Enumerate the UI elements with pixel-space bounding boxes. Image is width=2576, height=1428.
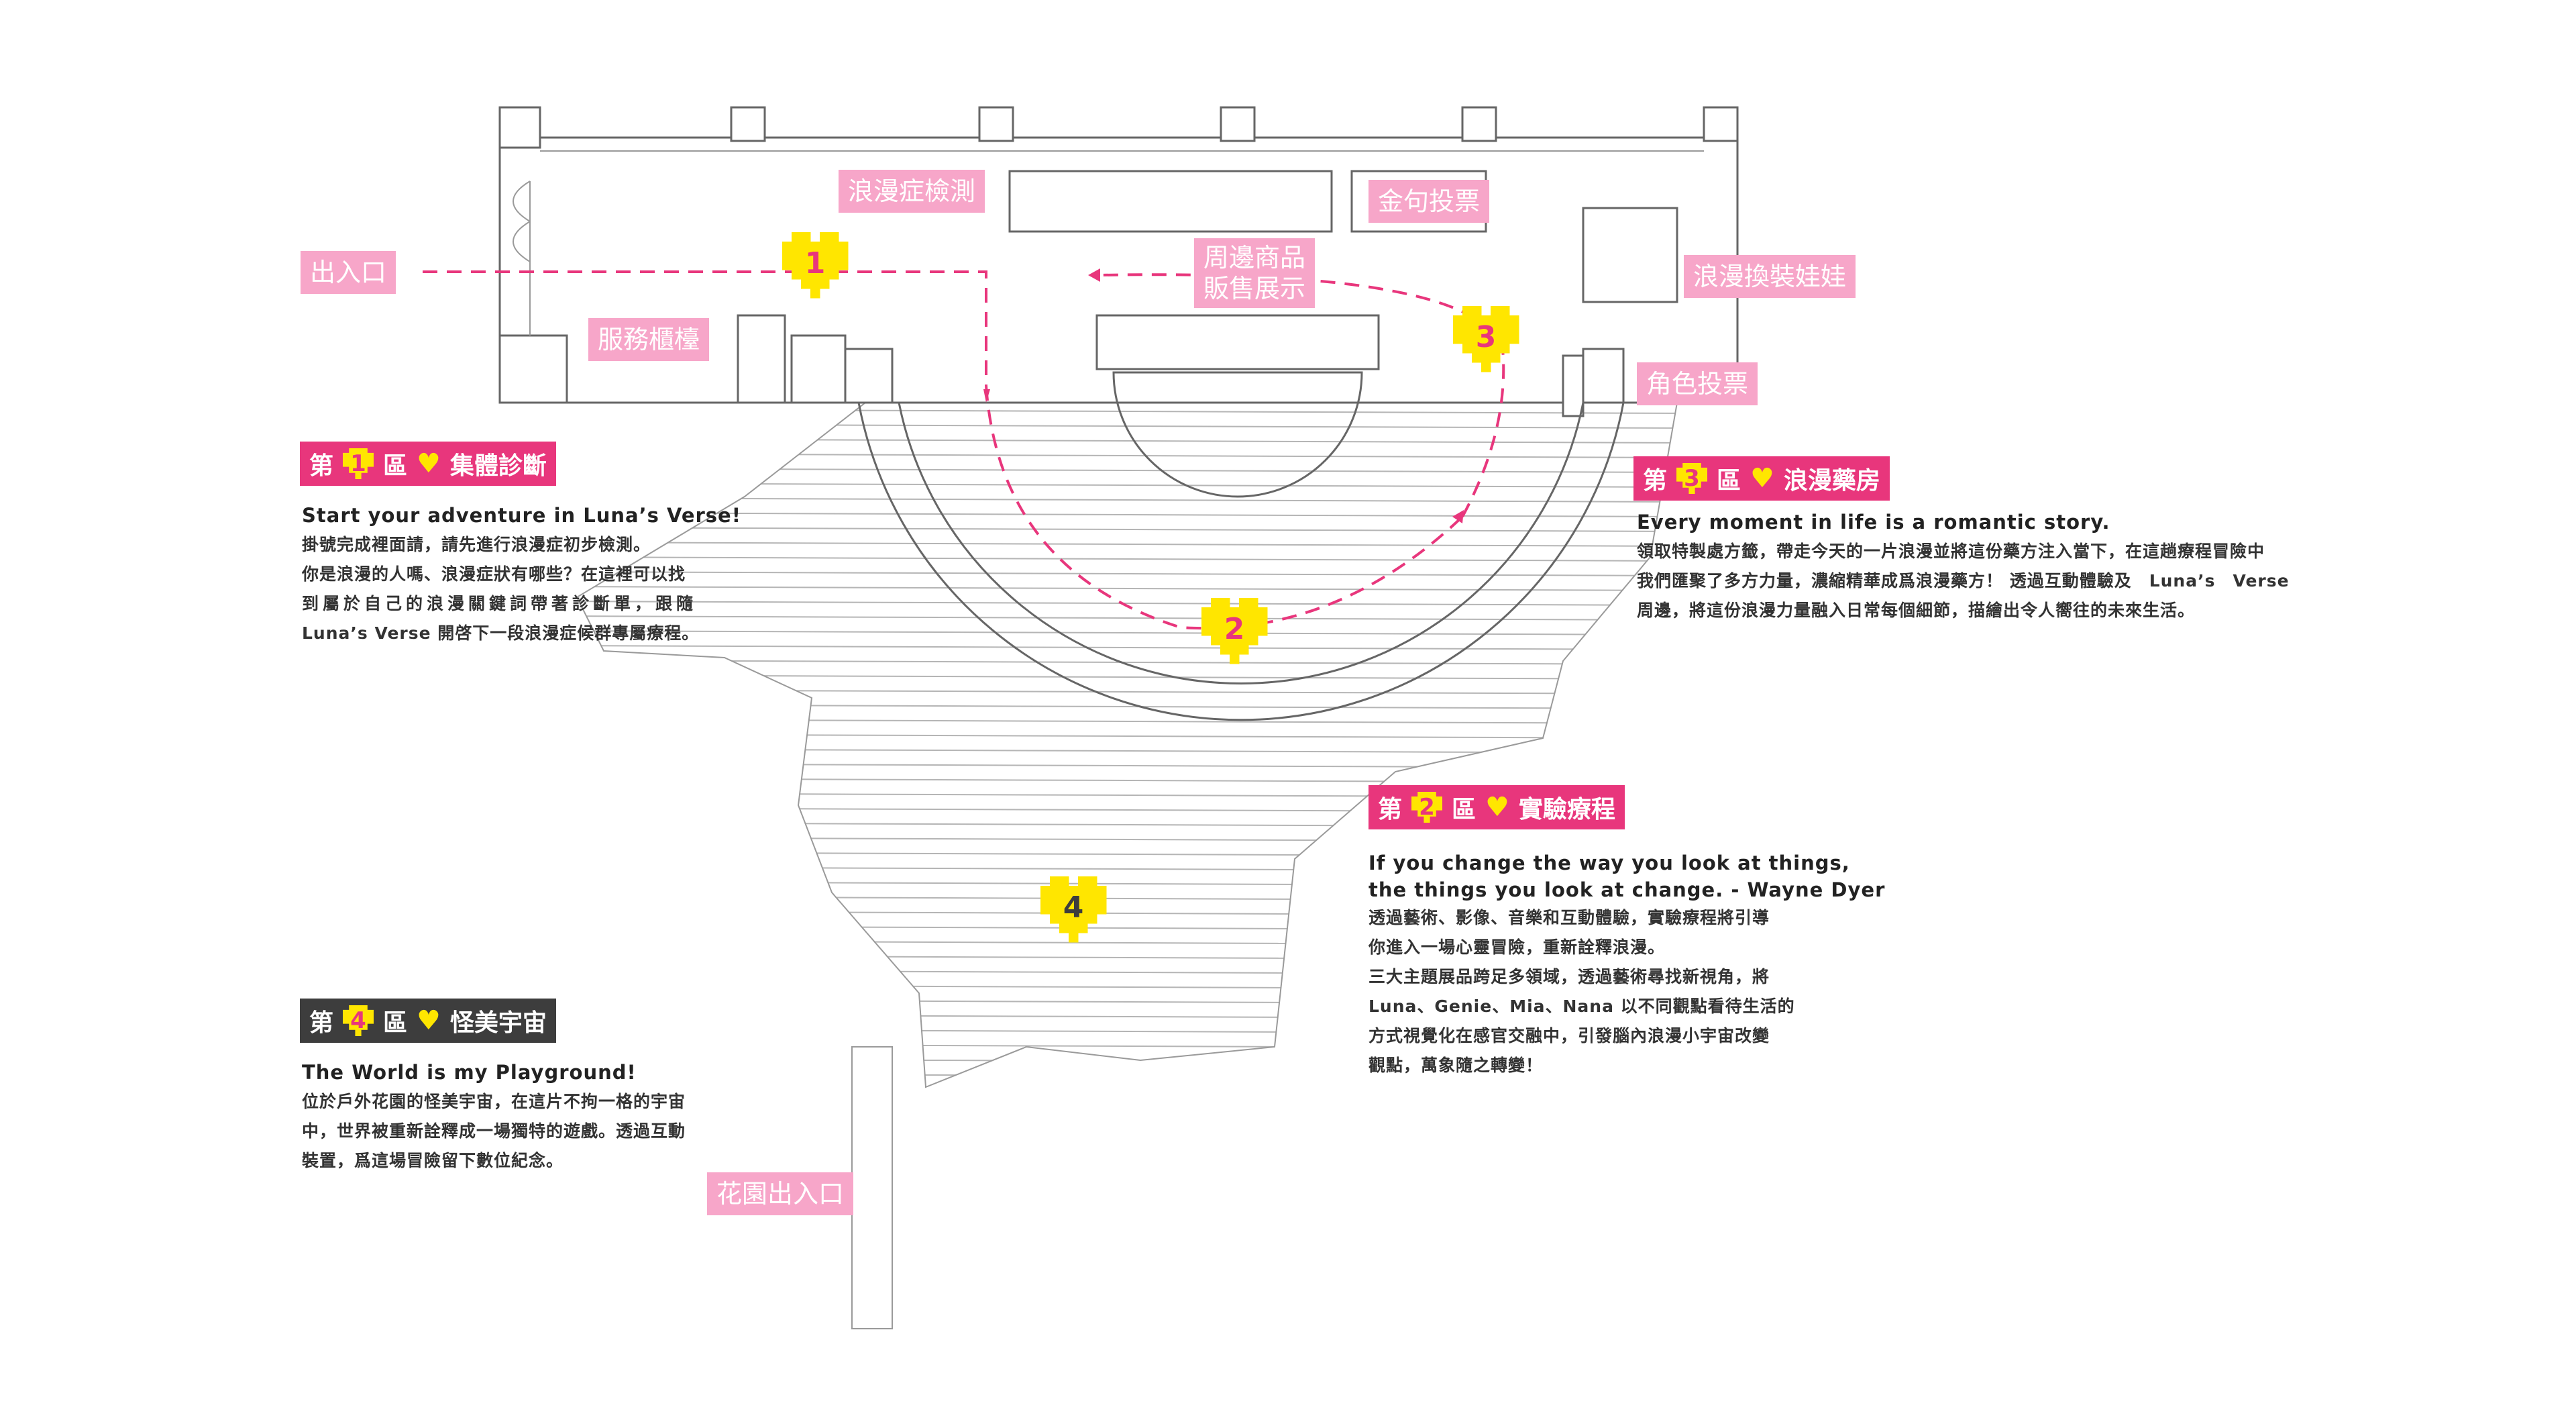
zone1-lead: Start your adventure in Luna’s Verse!	[302, 504, 741, 527]
zone2-lead: the things you look at change. - Wayne D…	[1368, 878, 1886, 901]
role-vote-label: 角色投票	[1637, 362, 1758, 405]
zone2-mid: 區	[1452, 796, 1477, 823]
detector-label: 浪漫症檢測	[839, 170, 985, 213]
zone1-prefix: 第	[309, 452, 334, 480]
zone3-prefix: 第	[1643, 467, 1668, 495]
doll-label: 浪漫換裝娃娃	[1684, 255, 1856, 298]
zone4-line: 裝置，爲這場冒險留下數位紀念。	[302, 1151, 564, 1170]
zone3-number-icon: 3	[1676, 463, 1708, 494]
zone-marker-number: 4	[1063, 890, 1084, 925]
zone1-heading: 第 1 區 ♥ 集體診斷	[300, 442, 556, 486]
zone4-mid: 區	[383, 1009, 408, 1037]
zone4-line: 中，世界被重新詮釋成一場獨特的遊戲。透過互動	[302, 1121, 686, 1141]
merch-label: 周邊商品 販售展示	[1194, 238, 1316, 308]
merch-label-line1: 周邊商品	[1203, 243, 1306, 272]
zone-marker-number: 1	[805, 246, 826, 280]
zone2-line: 你進入一場心靈冒險，重新詮釋浪漫。	[1368, 937, 1666, 957]
zone2-heading: 第 2 區 ♥ 實驗療程	[1368, 785, 1625, 829]
service-label: 服務櫃檯	[588, 318, 710, 361]
zone2-line: 方式視覺化在感官交融中，引發腦內浪漫小宇宙改變	[1368, 1026, 1770, 1046]
zone1-name: 集體診斷	[449, 452, 547, 480]
zone2-line: 觀點，萬象隨之轉變！	[1368, 1056, 1544, 1075]
zone-marker-4: 4	[1040, 876, 1107, 943]
zone-marker-3: 3	[1453, 306, 1519, 372]
heart-icon: ♥	[417, 448, 441, 479]
zone4-name: 怪美宇宙	[449, 1009, 547, 1037]
quote-vote-label: 金句投票	[1368, 180, 1490, 223]
zone2-name: 實驗療程	[1518, 796, 1615, 823]
zone-marker-2: 2	[1201, 598, 1268, 664]
garden-exit-label: 花園出入口	[707, 1172, 854, 1215]
zone4-lead: The World is my Playground!	[302, 1061, 637, 1084]
deck-outline	[576, 402, 1678, 1088]
zone1-number-icon: 1	[343, 448, 374, 479]
zone3-line: 我們匯聚了多方力量，濃縮精華成爲浪漫藥方！ 透過互動體驗及 Luna’s Ver…	[1637, 571, 2290, 591]
zone1-line: 到屬於自己的浪漫關鍵詞帶著診斷單，跟隨	[302, 594, 698, 613]
zone-marker-number: 2	[1224, 612, 1245, 646]
merch-label-line2: 販售展示	[1203, 274, 1306, 303]
zone4-prefix: 第	[309, 1009, 334, 1037]
zone3-description: Every moment in life is a romantic story…	[1637, 507, 2290, 625]
zone2-description: If you change the way you look at things…	[1368, 850, 1885, 1080]
zone3-line: 周邊，將這份浪漫力量融入日常每個細節，描繪出令人嚮往的未來生活。	[1637, 601, 2196, 620]
curved-bench	[857, 402, 1625, 721]
heart-icon: ♥	[1750, 463, 1774, 494]
zone2-lead: If you change the way you look at things…	[1368, 852, 1850, 874]
zone1-mid: 區	[383, 452, 408, 480]
zone1-description: Start your adventure in Luna’s Verse! 掛號…	[302, 501, 741, 648]
visitor-route	[423, 270, 987, 386]
zone3-heading: 第 3 區 ♥ 浪漫藥房	[1633, 456, 1890, 501]
zone2-prefix: 第	[1378, 796, 1403, 823]
garden-exit-wall	[851, 1046, 893, 1329]
zone4-line: 位於戶外花園的怪美宇宙，在這片不拘一格的宇宙	[302, 1092, 686, 1111]
zone4-number-icon: 4	[343, 1005, 374, 1036]
central-display	[1095, 314, 1380, 370]
zone2-line: 透過藝術、影像、音樂和互動體驗，實驗療程將引導	[1368, 908, 1770, 927]
zone3-lead: Every moment in life is a romantic story…	[1637, 511, 2110, 533]
heart-icon: ♥	[417, 1005, 441, 1036]
zone3-name: 浪漫藥房	[1783, 467, 1880, 495]
heart-icon: ♥	[1485, 792, 1509, 823]
zone4-heading: 第 4 區 ♥ 怪美宇宙	[300, 999, 556, 1043]
zone4-description: The World is my Playground! 位於戶外花園的怪美宇宙，…	[302, 1058, 686, 1176]
zone3-mid: 區	[1717, 467, 1741, 495]
zone-marker-1: 1	[782, 232, 849, 299]
display-counter	[1008, 170, 1333, 233]
zone2-line: Luna、Genie、Mia、Nana 以不同觀點看待生活的	[1368, 997, 1795, 1016]
zone3-line: 領取特製處方籤，帶走今天的一片浪漫並將這份藥方注入當下，在這趟療程冒險中	[1637, 542, 2265, 561]
doll-booth	[1582, 207, 1678, 303]
zone2-line: 三大主題展品跨足多領域，透過藝術尋找新視角，將	[1368, 967, 1770, 986]
zone1-line: 你是浪漫的人嗎、浪漫症狀有哪些？在這裡可以找	[302, 564, 686, 584]
zone1-line: Luna’s Verse 開啓下一段浪漫症候群專屬療程。	[302, 623, 700, 643]
zone-marker-number: 3	[1476, 320, 1497, 354]
entrance-label: 出入口	[301, 251, 396, 294]
zone1-line: 掛號完成裡面請，請先進行浪漫症初步檢測。	[302, 535, 651, 554]
zone2-number-icon: 2	[1411, 792, 1443, 823]
